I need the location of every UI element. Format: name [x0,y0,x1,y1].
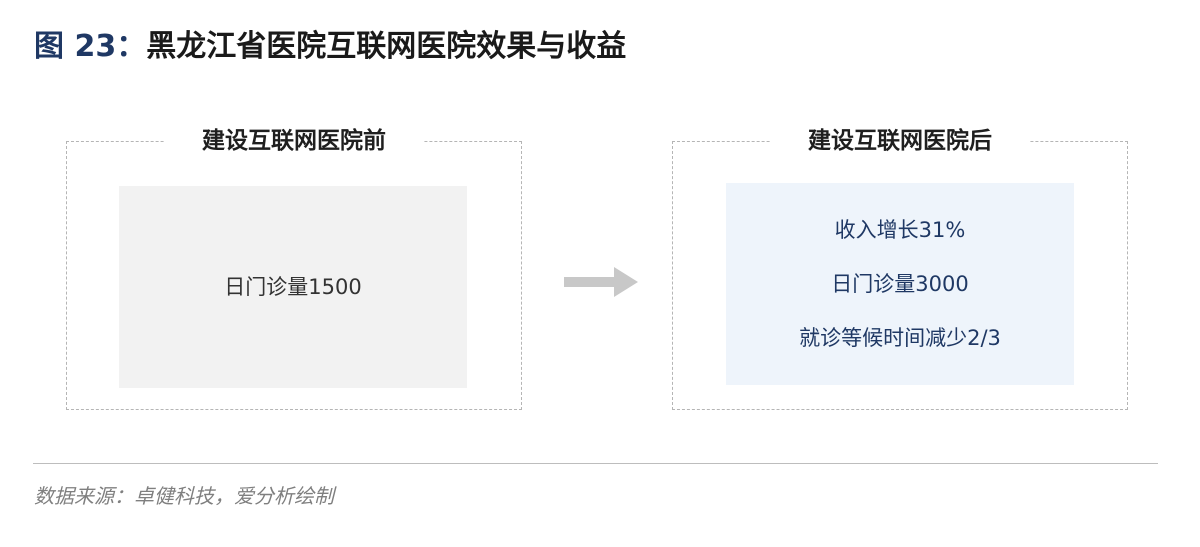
before-item-daily-visits: 日门诊量1500 [224,275,362,299]
before-panel-label: 建设互联网医院前 [164,124,424,158]
figure-title: 图 23：黑龙江省医院互联网医院效果与收益 [34,22,626,72]
before-panel: 建设互联网医院前 日门诊量1500 [66,124,522,410]
figure-number: 图 23： [34,29,147,64]
footer-divider [33,463,1158,464]
after-item-revenue-growth: 收入增长31% [834,218,966,242]
after-item-daily-visits: 日门诊量3000 [831,272,969,296]
source-note: 数据来源：卓健科技，爱分析绘制 [34,484,334,508]
after-panel-label: 建设互联网医院后 [770,124,1030,158]
before-box: 日门诊量1500 [119,186,467,388]
after-box: 收入增长31% 日门诊量3000 就诊等候时间减少2/3 [726,183,1074,385]
after-panel: 建设互联网医院后 收入增长31% 日门诊量3000 就诊等候时间减少2/3 [672,124,1128,410]
figure-title-text: 黑龙江省医院互联网医院效果与收益 [146,29,627,64]
right-arrow-icon [564,267,638,297]
after-item-wait-time: 就诊等候时间减少2/3 [799,326,1001,350]
